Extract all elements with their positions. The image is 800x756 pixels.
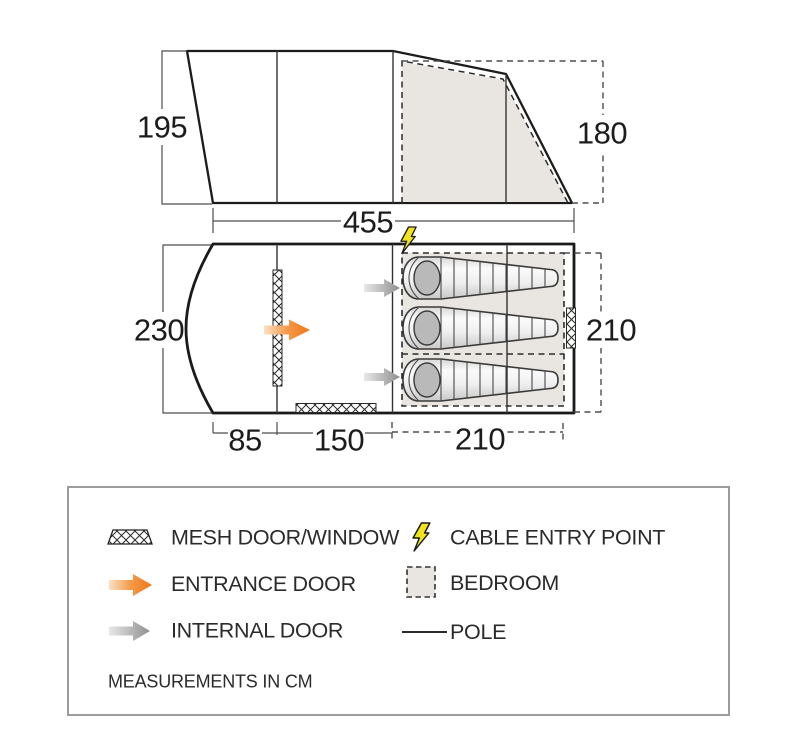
elevation-pole-lines <box>276 51 507 203</box>
elevation-bedroom-dashed-outline <box>401 60 569 204</box>
legend-note: MEASUREMENTS IN CM <box>108 672 312 692</box>
dim-label-living-depth: 150 <box>314 423 364 458</box>
internal-door-arrow-top <box>364 279 400 297</box>
legend-border <box>67 486 730 716</box>
dim-label-front-depth: 85 <box>228 423 261 458</box>
elevation-bedroom-shade <box>402 62 568 202</box>
dim-label-bedroom-width: 210 <box>586 313 636 348</box>
legend-label-internal: INTERNAL DOOR <box>171 619 343 643</box>
legend-label-cable: CABLE ENTRY POINT <box>450 526 665 550</box>
legend-label-entrance: ENTRANCE DOOR <box>171 572 356 596</box>
internal-door-arrow-bottom <box>364 368 400 386</box>
internal-arrow-icon <box>109 621 150 641</box>
dim-label-bedroom-height: 180 <box>577 116 627 151</box>
legend-label-bedroom: BEDROOM <box>450 571 559 595</box>
legend: MESH DOOR/WINDOW CABLE ENTRY POINT ENTRA… <box>67 486 730 716</box>
dim-line-180-dashed <box>402 60 604 204</box>
dim-label-bedroom-depth: 210 <box>455 422 505 457</box>
mesh-swatch-icon <box>107 529 153 545</box>
dim-label-plan-width: 230 <box>134 313 184 348</box>
floor-plan-diagram <box>184 226 576 415</box>
mesh-window-bottom-strip <box>295 403 377 413</box>
side-elevation-diagram <box>185 49 574 205</box>
legend-label-pole: POLE <box>450 620 506 644</box>
legend-label-mesh: MESH DOOR/WINDOW <box>171 526 400 550</box>
dimension-annotations: 195 180 455 230 210 85 150 210 <box>134 50 637 458</box>
mesh-window-right-strip <box>566 307 576 349</box>
entrance-arrow-icon <box>109 574 152 596</box>
dim-label-front-height: 195 <box>137 110 187 145</box>
bedroom-swatch-icon <box>406 566 436 598</box>
entrance-door-arrow <box>264 319 310 341</box>
dim-label-length: 455 <box>343 205 393 240</box>
